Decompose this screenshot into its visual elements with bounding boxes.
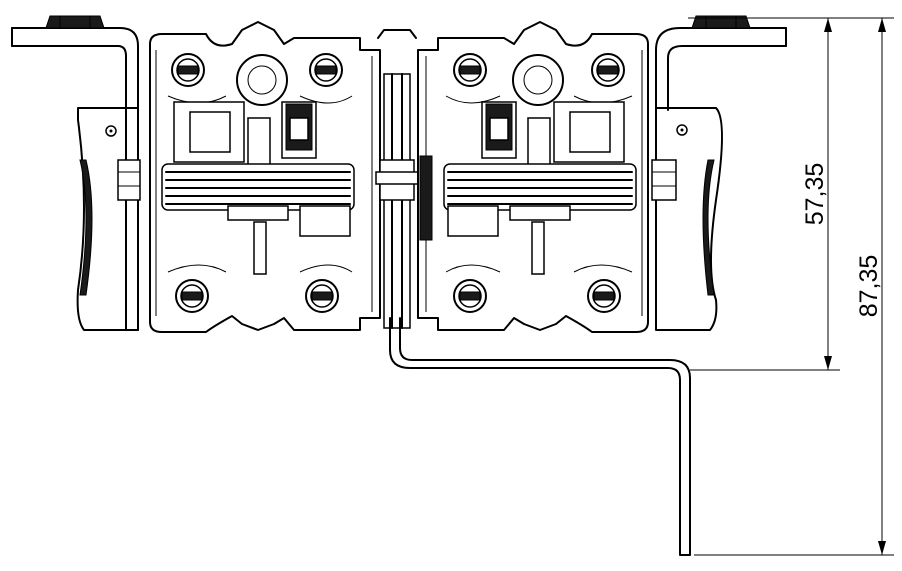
dimension-inner-height: 57,35	[688, 17, 840, 371]
right-rollers	[453, 53, 625, 313]
arrow-down-icon	[824, 356, 832, 370]
dimension-overall-height: 87,35	[694, 17, 894, 556]
right-top-bore-icon	[512, 54, 564, 106]
arrow-down-icon	[878, 541, 886, 555]
roller	[305, 279, 339, 313]
right-clamp-lever	[651, 107, 723, 331]
arrow-up-icon	[878, 18, 886, 32]
roller	[453, 279, 487, 313]
inner-height-label: 57,35	[801, 163, 829, 226]
roller	[171, 53, 205, 87]
left-rollers	[171, 53, 343, 313]
left-mounting-bracket	[11, 15, 139, 331]
overall-height-label: 87,35	[855, 255, 883, 318]
left-clamp-lever	[76, 107, 141, 331]
arrow-up-icon	[824, 18, 832, 32]
roller	[587, 279, 621, 313]
lower-z-bracket	[389, 317, 691, 556]
roller	[591, 53, 625, 87]
roller	[309, 53, 343, 87]
left-carriage-body	[149, 21, 381, 333]
right-carriage-body	[417, 21, 649, 333]
roller	[175, 279, 209, 313]
left-top-bore-icon	[236, 54, 288, 106]
right-mounting-bracket	[655, 15, 787, 111]
roller	[453, 53, 487, 87]
center-connector	[375, 29, 419, 329]
